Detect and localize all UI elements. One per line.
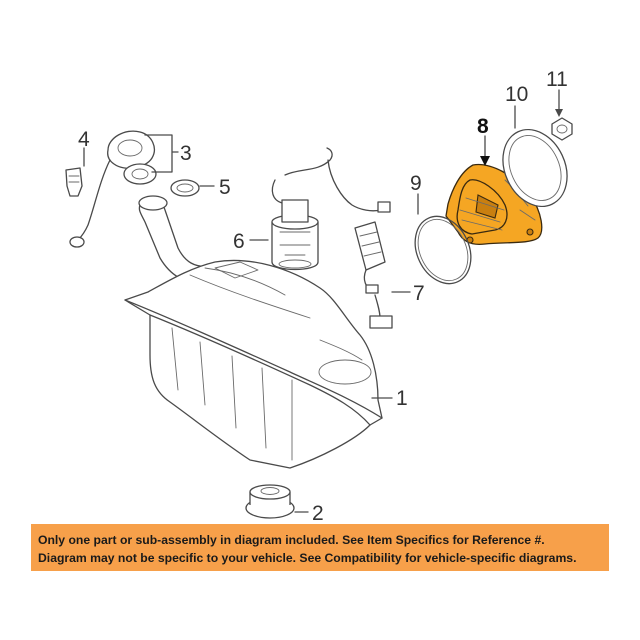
callout-9: 9 (410, 172, 422, 195)
callout-6: 6 (233, 230, 245, 253)
level-sender-part[interactable] (327, 159, 393, 329)
filler-cap-part[interactable] (107, 130, 157, 185)
callout-2: 2 (312, 502, 324, 525)
callout-7: 7 (413, 282, 425, 305)
callout-8: 8 (477, 115, 489, 138)
fuel-tank-part[interactable] (124, 195, 383, 469)
fuel-pump-part[interactable] (271, 147, 333, 271)
callout-1: 1 (396, 387, 408, 410)
tether-strap-part[interactable] (65, 159, 111, 248)
callout-5: 5 (219, 176, 231, 199)
callout-10: 10 (505, 83, 528, 106)
arrow-11 (555, 109, 563, 117)
callout-4: 4 (78, 128, 90, 151)
arrow-8 (480, 156, 490, 166)
callout-11: 11 (546, 68, 568, 91)
lock-ring-part[interactable] (491, 119, 579, 217)
o-ring-part[interactable] (405, 207, 482, 292)
nut-part[interactable] (551, 117, 573, 141)
notice-line-2: Diagram may not be specific to your vehi… (38, 551, 577, 565)
notice-banner: Only one part or sub-assembly in diagram… (31, 524, 609, 571)
neck-seal-part[interactable] (170, 179, 200, 197)
cap-part[interactable] (245, 484, 295, 519)
notice-line-1: Only one part or sub-assembly in diagram… (38, 533, 545, 547)
leader-3 (144, 134, 179, 173)
callout-3: 3 (180, 142, 192, 165)
